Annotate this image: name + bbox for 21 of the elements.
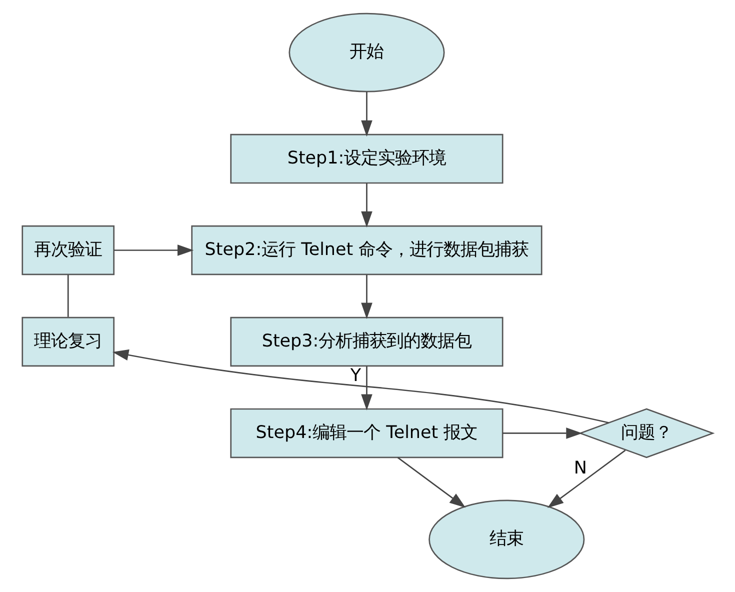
arrow (114, 244, 194, 256)
connector (67, 274, 69, 317)
node-ellipse: 开始 (288, 12, 445, 92)
arrow (397, 457, 466, 508)
arrow (502, 428, 582, 439)
node-diamond: 问题？ (578, 408, 715, 458)
node-ellipse: 结束 (428, 500, 585, 580)
node-box: 再次验证 (22, 225, 115, 276)
arrow (112, 349, 609, 424)
arrow (361, 274, 372, 319)
edge-label: Y (350, 366, 362, 386)
arrow (361, 366, 372, 410)
node-box: Step3:分析捕获到的数据包 (230, 316, 504, 367)
arrow (361, 92, 372, 137)
node-box: Step2:运行 Telnet 命令，进行数据包捕获 (191, 225, 542, 276)
arrow (547, 450, 626, 508)
node-box: Step4:编辑一个 Telnet 报文 (230, 408, 504, 458)
node-box: Step1:设定实验环境 (230, 134, 504, 184)
edge-label: N (574, 458, 587, 479)
arrow (361, 183, 372, 228)
node-box: 理论复习 (22, 316, 115, 367)
